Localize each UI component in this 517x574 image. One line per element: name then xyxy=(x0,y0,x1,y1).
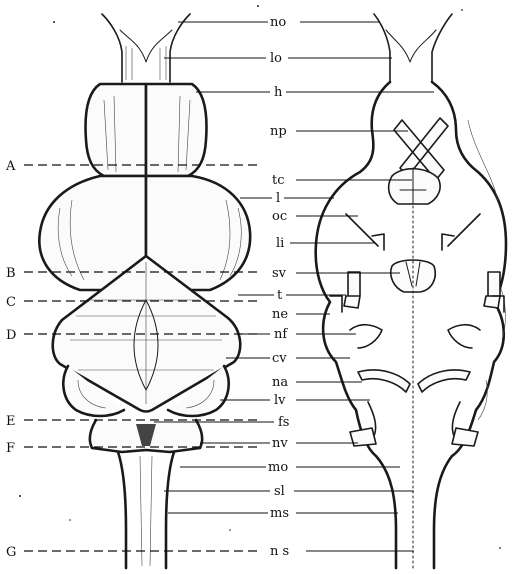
label-sv: sv xyxy=(272,266,287,281)
label-C: C xyxy=(6,295,16,310)
label-l: l xyxy=(276,191,280,206)
label-oc: oc xyxy=(272,209,287,224)
label-ns: n s xyxy=(270,544,289,559)
label-li: li xyxy=(276,236,284,251)
label-fs: fs xyxy=(278,415,289,430)
label-np: np xyxy=(270,124,287,139)
ventral-view xyxy=(316,14,506,568)
label-nf: nf xyxy=(274,327,288,342)
ventral-na-band xyxy=(358,370,470,392)
label-t: t xyxy=(277,288,283,303)
ventral-nerve-right-t xyxy=(484,272,500,308)
ventral-nerve-left-t xyxy=(344,272,360,308)
label-lv: lv xyxy=(274,393,286,408)
label-na: na xyxy=(272,375,288,390)
label-G: G xyxy=(6,545,16,560)
ventral-nerve-nf-left xyxy=(350,325,382,348)
label-no: no xyxy=(270,15,286,30)
label-ne: ne xyxy=(272,307,288,322)
ventral-nerve-nf-right xyxy=(448,325,480,348)
label-nv: nv xyxy=(272,436,288,451)
label-ms: ms xyxy=(270,506,289,521)
label-lo: lo xyxy=(270,51,282,66)
dorsal-view xyxy=(39,14,250,568)
label-D: D xyxy=(6,328,16,343)
label-h: h xyxy=(274,85,283,100)
label-mo: mo xyxy=(268,460,288,475)
ventral-olfactory-tract xyxy=(374,14,452,82)
label-A: A xyxy=(5,159,16,174)
dorsal-olfactory-notch xyxy=(120,30,172,62)
left-letter-labels: A B C D E F G xyxy=(5,159,16,560)
label-cv: cv xyxy=(272,351,287,366)
ventral-outline-left xyxy=(316,82,396,568)
label-tc: tc xyxy=(272,173,285,188)
ventral-vagal-lobes xyxy=(368,402,460,436)
dorsal-right-hemisphere-lobe xyxy=(146,84,206,176)
label-E: E xyxy=(6,414,16,429)
dorsal-olfactory-tract xyxy=(102,14,190,82)
label-sl: sl xyxy=(274,484,285,499)
label-B: B xyxy=(6,266,16,281)
label-F: F xyxy=(6,441,15,456)
ventral-tuber-cinereum xyxy=(389,169,440,204)
